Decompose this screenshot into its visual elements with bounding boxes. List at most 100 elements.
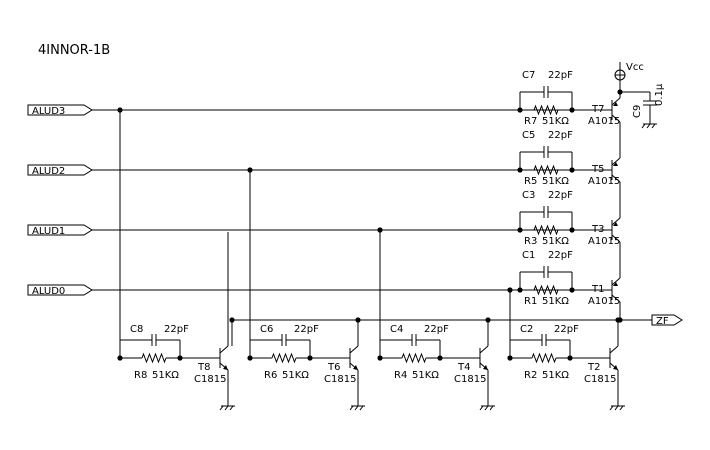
collector-lead [611,294,621,303]
transistor-t3 [611,217,621,243]
transistor-ref-label: T4 [457,362,470,373]
transistor-part-label: C1815 [454,374,486,385]
ground-hatch [609,405,614,411]
capacitor-c6 [281,334,287,346]
collector-lead [479,345,489,354]
output-port-zf [651,314,683,326]
input-port-label: ALUD0 [32,286,65,297]
transistor-ref-label: T7 [591,104,604,115]
collector-lead [611,174,621,183]
transistor-t1 [611,277,621,303]
ground-hatch [614,405,619,411]
resistor-r7 [533,104,559,116]
res-value-label: 51KΩ [542,296,569,307]
resistor-r2 [531,352,557,364]
cap-ref-label: C1 [522,250,535,261]
res-ref-label: R7 [524,116,537,127]
emitter-lead [611,157,621,166]
emitter-arrow [613,102,618,106]
ground-hatch [224,405,229,411]
components [27,62,683,411]
junction-dot [617,89,623,95]
res-ref-label: R3 [524,236,537,247]
cap-ref-label: C2 [520,324,533,335]
transistor-part-label: A1015 [588,116,620,127]
resistor-r1 [533,284,559,296]
ground-hatch [646,123,651,129]
cap-value-label: 22pF [548,130,573,141]
cap-ref-label: C6 [260,324,273,335]
transistor-t6 [349,345,359,371]
input-port-alud3 [27,104,93,116]
collector-lead [611,114,621,123]
resistor-r8 [141,352,167,364]
res-ref-label: R2 [524,370,537,381]
resistor-zigzag [533,164,559,176]
input-port-label: ALUD1 [32,226,65,237]
emitter-arrow [353,365,358,370]
output-port-label: ZF [656,316,669,327]
ground-symbol [479,400,495,411]
cap-ref-label: C8 [130,324,143,335]
resistor-zigzag [531,352,557,364]
transistor-ref-label: T5 [591,164,604,175]
resistor-zigzag [141,352,167,364]
ground-symbol [609,400,625,411]
res-ref-label: R1 [524,296,537,307]
res-ref-label: R5 [524,176,537,187]
res-value-label: 51KΩ [542,236,569,247]
resistor-r3 [533,224,559,236]
resistor-zigzag [271,352,297,364]
res-value-label: 51KΩ [282,370,309,381]
junction-dot [355,317,361,323]
ground-symbol [349,400,365,411]
resistor-zigzag [533,224,559,236]
junction-dot [485,317,491,323]
vcc-label: Vcc [626,62,644,73]
input-port-alud2 [27,164,93,176]
res-value-label: 51KΩ [152,370,179,381]
resistor-zigzag [401,352,427,364]
resistor-zigzag [533,104,559,116]
emitter-lead [611,97,621,106]
ground-hatch [219,405,224,411]
ground-hatch [349,405,354,411]
transistor-t4 [479,345,489,371]
res-ref-label: R8 [134,370,147,381]
ground-hatch [484,405,489,411]
capacitor-c1 [543,266,549,278]
junction-dot [615,317,621,323]
capacitor-c4 [411,334,417,346]
c9-ref-label: C9 [632,105,643,118]
emitter-arrow [613,282,618,286]
ground-hatch [229,405,234,411]
res-value-label: 51KΩ [412,370,439,381]
collector-lead [609,345,619,354]
ground-symbol [219,400,235,411]
res-value-label: 51KΩ [542,370,569,381]
ground-hatch [619,405,624,411]
cap-value-label: 22pF [294,324,319,335]
cap-ref-label: C7 [522,70,535,81]
transistor-t2 [609,345,619,371]
ground-symbol [641,118,657,129]
transistor-t7 [611,97,621,123]
transistor-part-label: C1815 [194,374,226,385]
capacitor-c7 [543,86,549,98]
transistor-t8 [219,345,229,371]
cap-ref-label: C5 [522,130,535,141]
emitter-lead [611,217,621,226]
capacitor-c2 [541,334,547,346]
ground-hatch [359,405,364,411]
emitter-arrow [613,222,618,226]
transistor-part-label: C1815 [584,374,616,385]
ground-hatch [354,405,359,411]
input-port-label: ALUD3 [32,106,65,117]
resistor-r5 [533,164,559,176]
c9-value-label: 0.1μ [654,83,665,106]
ground-hatch [489,405,494,411]
junction-dot [229,317,235,323]
cap-ref-label: C3 [522,190,535,201]
cap-value-label: 22pF [548,190,573,201]
